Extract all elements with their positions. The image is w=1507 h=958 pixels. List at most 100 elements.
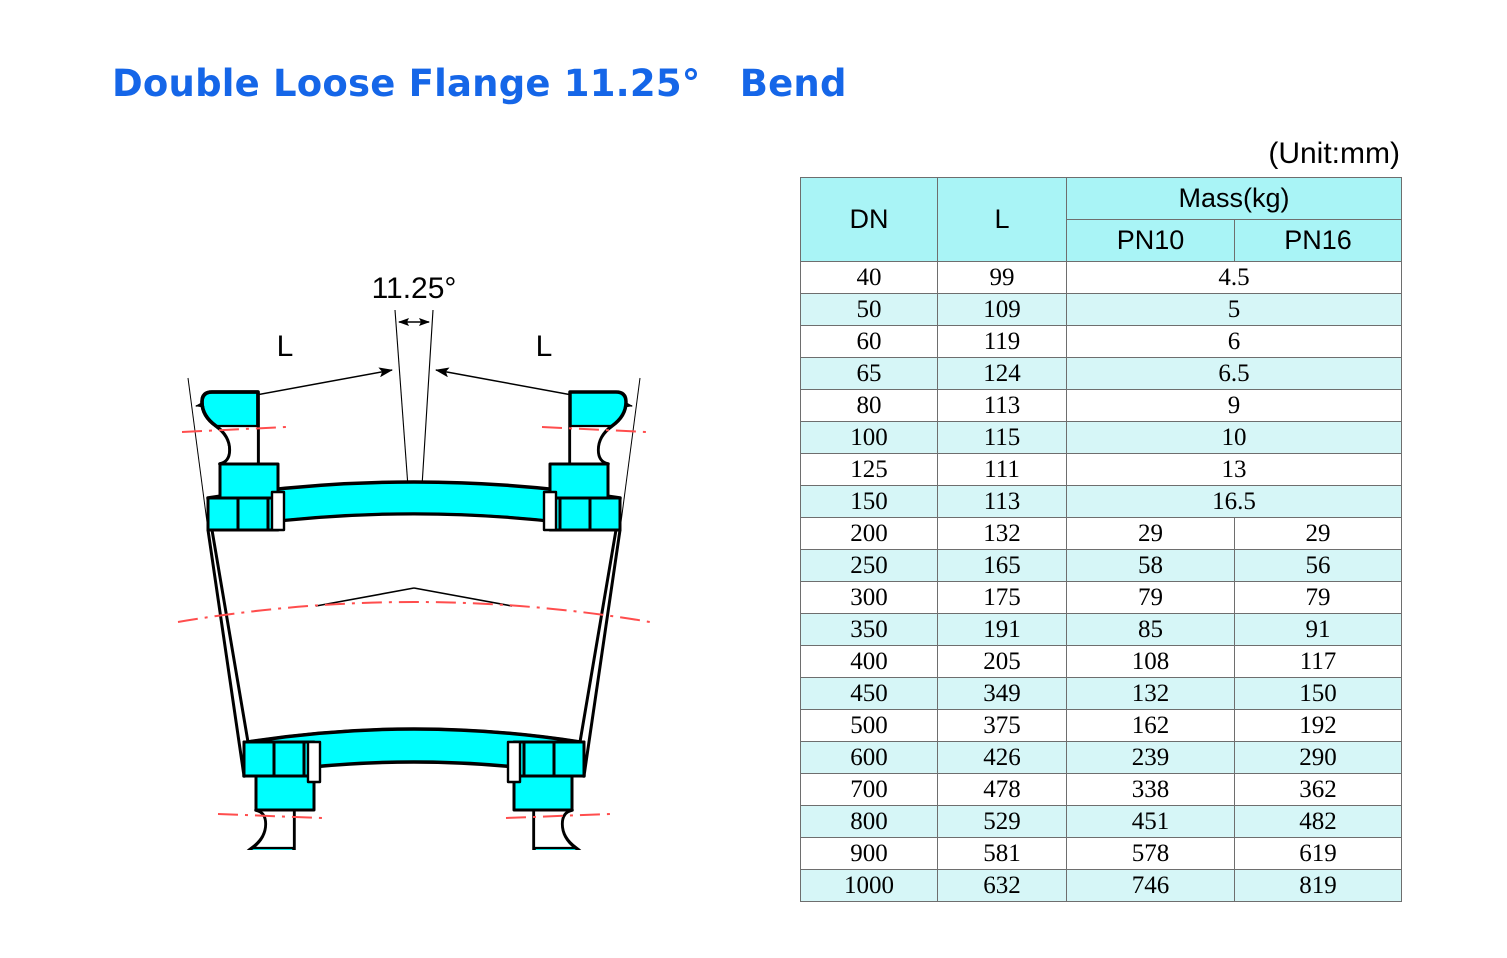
cell-dn: 900 <box>800 837 938 870</box>
cell-mass-pn10: 451 <box>1066 805 1235 838</box>
bend-outer-flanks <box>206 529 622 777</box>
header-row-sub: PN10 PN16 <box>801 219 1403 262</box>
cell-dn: 350 <box>800 613 938 646</box>
cell-mass-merged: 6 <box>1065 325 1403 358</box>
cell-mass-merged: 4.5 <box>1065 261 1403 294</box>
cell-mass-merged: 6.5 <box>1065 357 1403 390</box>
dimension-label-left: L <box>277 330 294 363</box>
cell-mass-pn10: 746 <box>1066 869 1235 902</box>
cell-mass-pn16: 482 <box>1233 805 1403 838</box>
column-header-pn16: PN16 <box>1233 219 1403 262</box>
dimension-label-right: L <box>536 330 553 363</box>
cell-dn: 60 <box>800 325 938 358</box>
cell-mass-merged: 9 <box>1065 389 1403 422</box>
cell-mass-pn10: 239 <box>1066 741 1235 774</box>
angle-label: 11.25° <box>372 272 457 305</box>
cell-dn: 1000 <box>800 869 938 902</box>
cell-l: 205 <box>937 645 1067 678</box>
page-title: Double Loose Flange 11.25° Bend <box>112 62 847 105</box>
cell-mass-pn16: 91 <box>1233 613 1403 646</box>
cell-mass-merged: 10 <box>1065 421 1403 454</box>
column-header-dn: DN <box>800 177 938 262</box>
cell-l: 175 <box>937 581 1067 614</box>
cell-l: 132 <box>937 517 1067 550</box>
cell-l: 119 <box>937 325 1067 358</box>
header-row-top: DN L Mass(kg) <box>800 177 1403 262</box>
cell-mass-pn10: 85 <box>1066 613 1235 646</box>
cell-dn: 80 <box>800 389 938 422</box>
cell-mass-pn16: 819 <box>1233 869 1403 902</box>
cell-mass-pn10: 132 <box>1066 677 1235 710</box>
cell-dn: 100 <box>800 421 938 454</box>
cell-dn: 800 <box>800 805 938 838</box>
cell-mass-pn10: 29 <box>1066 517 1235 550</box>
cell-dn: 450 <box>800 677 938 710</box>
cell-l: 581 <box>937 837 1067 870</box>
cell-l: 99 <box>937 261 1067 294</box>
cell-l: 426 <box>937 741 1067 774</box>
cell-l: 632 <box>937 869 1067 902</box>
cell-mass-pn16: 117 <box>1233 645 1403 678</box>
flange-top-right <box>542 390 628 532</box>
cell-l: 191 <box>937 613 1067 646</box>
cell-mass-pn10: 79 <box>1066 581 1235 614</box>
cell-dn: 500 <box>800 709 938 742</box>
cell-dn: 150 <box>800 485 938 518</box>
cell-dn: 65 <box>800 357 938 390</box>
cell-l: 113 <box>937 389 1067 422</box>
cell-mass-pn16: 56 <box>1233 549 1403 582</box>
centerlines <box>177 426 651 819</box>
cell-l: 113 <box>937 485 1067 518</box>
unit-note: (Unit:mm) <box>1268 137 1400 170</box>
cell-mass-pn16: 29 <box>1233 517 1403 550</box>
cell-mass-pn16: 619 <box>1233 837 1403 870</box>
cell-dn: 300 <box>800 581 938 614</box>
cell-l: 111 <box>937 453 1067 486</box>
cell-dn: 50 <box>800 293 938 326</box>
cell-l: 478 <box>937 773 1067 806</box>
cell-mass-pn10: 162 <box>1066 709 1235 742</box>
cell-l: 165 <box>937 549 1067 582</box>
cell-dn: 250 <box>800 549 938 582</box>
cell-mass-pn16: 362 <box>1233 773 1403 806</box>
bend-cross-section-drawing: 11.25° L L <box>120 230 720 884</box>
cell-dn: 125 <box>800 453 938 486</box>
cell-mass-pn10: 58 <box>1066 549 1235 582</box>
cell-dn: 40 <box>800 261 938 294</box>
cell-mass-pn16: 150 <box>1233 677 1403 710</box>
table-header: DN L Mass(kg) PN10 PN16 <box>800 177 1403 262</box>
flange-top-left <box>200 390 286 532</box>
cell-l: 124 <box>937 357 1067 390</box>
cell-l: 115 <box>937 421 1067 454</box>
cell-mass-pn16: 192 <box>1233 709 1403 742</box>
cell-dn: 700 <box>800 773 938 806</box>
flange-bottom-left <box>236 740 322 884</box>
cell-mass-pn10: 578 <box>1066 837 1235 870</box>
cell-mass-pn10: 338 <box>1066 773 1235 806</box>
column-header-pn10: PN10 <box>1066 219 1235 262</box>
cell-l: 109 <box>937 293 1067 326</box>
cell-dn: 200 <box>800 517 938 550</box>
cell-l: 375 <box>937 709 1067 742</box>
cell-mass-merged: 16.5 <box>1065 485 1403 518</box>
